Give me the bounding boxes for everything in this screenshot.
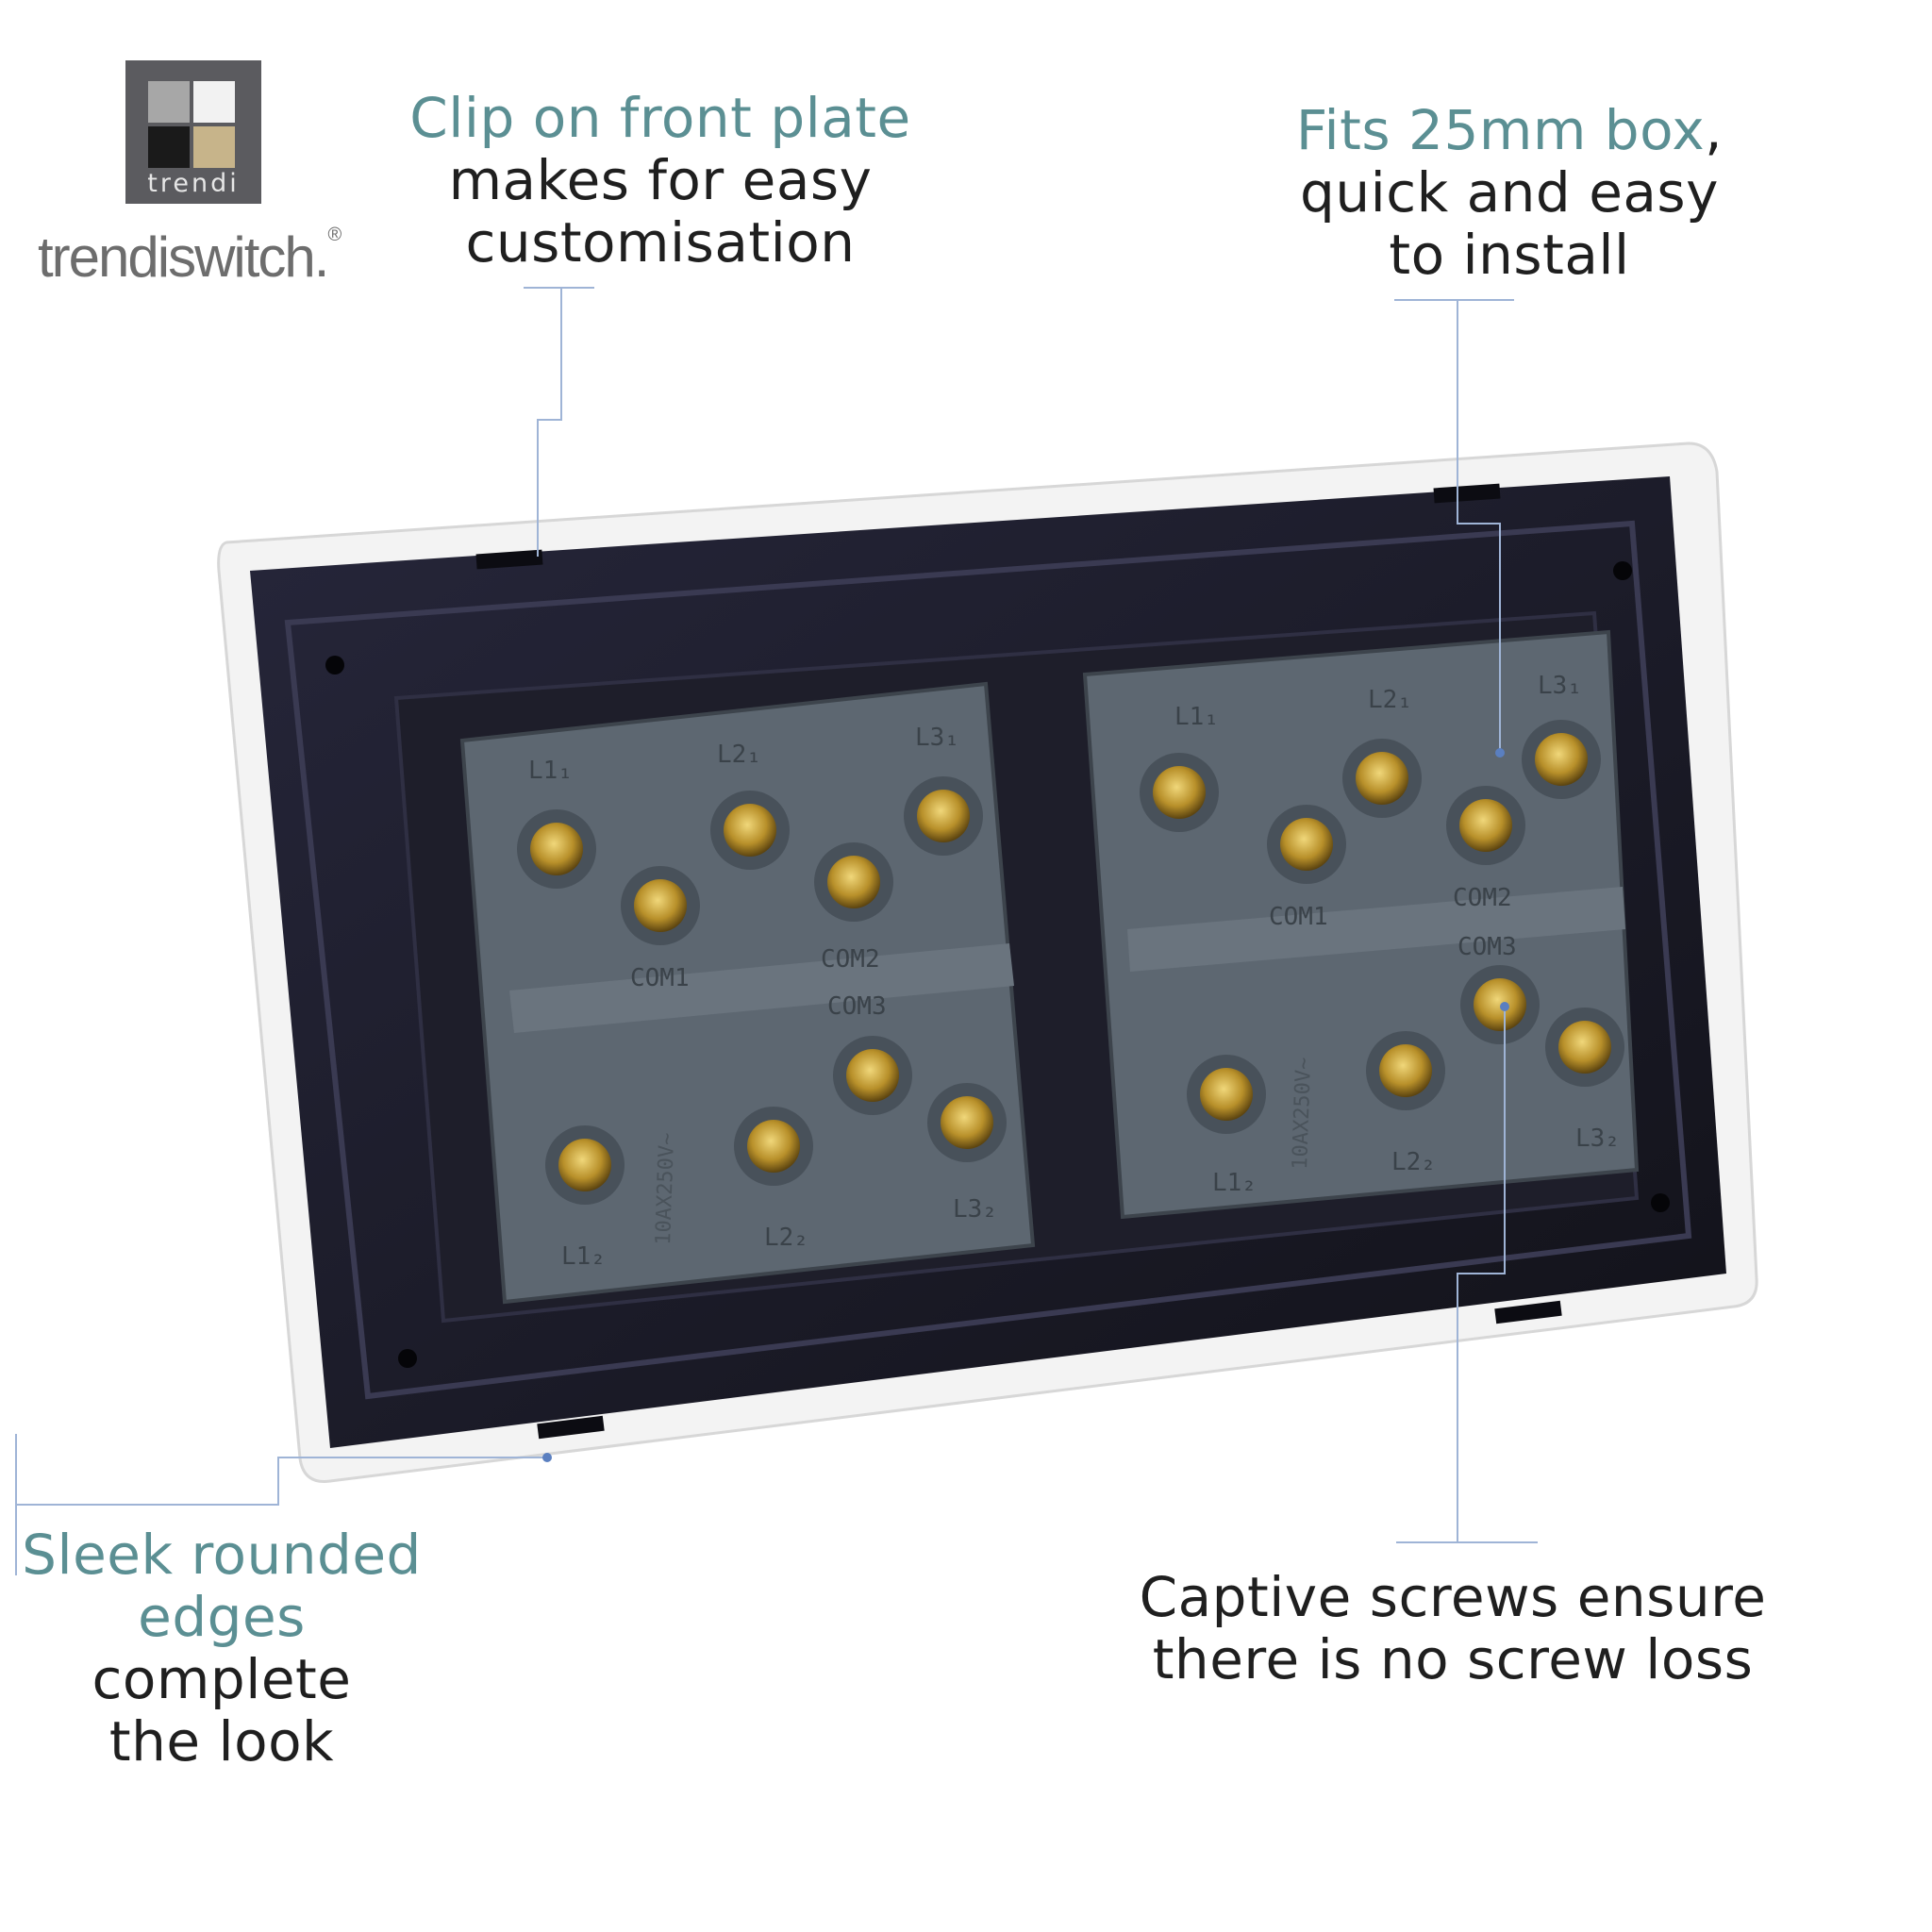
terminal-screw — [530, 823, 583, 875]
label-l12-right: L1₂ — [1212, 1169, 1257, 1197]
callout-fits-box-line2: quick and easy — [1300, 160, 1719, 225]
terminal-screw — [1200, 1068, 1253, 1121]
callout-clip-on-highlight: Clip on front plate — [409, 86, 911, 150]
label-com2-left: COM2 — [821, 945, 880, 974]
leader-line-sleek-edges — [15, 1434, 545, 1575]
terminal-screw — [747, 1120, 800, 1173]
switch-module-left: L1₁ L2₁ L3₁ COM1 COM2 COM3 10AX250V~ L1₂… — [459, 681, 1036, 1305]
clip-tab-bottom-left — [537, 1415, 605, 1440]
label-com3-left: COM3 — [827, 992, 887, 1021]
label-com2-right: COM2 — [1453, 884, 1512, 912]
switch-module-right: L1₁ L2₁ L3₁ COM1 COM2 COM3 10AX250V~ L1₂… — [1082, 629, 1640, 1220]
callout-clip-on-line2: makes for easy — [448, 148, 873, 212]
terminal-screw — [846, 1049, 899, 1102]
label-rating-left: 10AX250V~ — [652, 1132, 679, 1245]
terminal-screw — [1280, 818, 1333, 871]
label-com1-right: COM1 — [1269, 903, 1328, 931]
plate-screw-hole-bottom-left — [398, 1349, 417, 1368]
terminal-screw — [941, 1096, 993, 1149]
leader-line-clip-on — [524, 287, 594, 557]
callout-captive-line2: there is no screw loss — [1152, 1627, 1754, 1691]
label-l22-right: L2₂ — [1391, 1148, 1436, 1176]
terminal-screw — [1474, 978, 1526, 1031]
logo-tile-gold — [193, 126, 235, 168]
callout-captive-line1: Captive screws ensure — [1139, 1565, 1767, 1629]
terminal-screw — [1558, 1021, 1611, 1074]
leader-dot-fits-box — [1495, 748, 1505, 758]
terminal-screw — [827, 856, 880, 908]
logo-badge-text: trendi — [147, 169, 240, 198]
label-com1-left: COM1 — [630, 964, 690, 992]
callout-captive-screws: Captive screws ensure there is no screw … — [1123, 1566, 1783, 1690]
callout-fits-box-comma: , — [1705, 98, 1724, 162]
terminal-screw — [558, 1139, 611, 1191]
callout-sleek-line3: the look — [108, 1709, 335, 1774]
clip-tab-top-right — [1433, 483, 1501, 504]
terminal-screw — [724, 804, 776, 857]
logo-tile-black — [148, 126, 190, 168]
trendi-logo-badge: trendi — [125, 60, 261, 204]
brand-wordmark: trendiswitch.® — [38, 225, 341, 290]
plate-screw-hole-top-right — [1613, 561, 1632, 580]
terminal-screw — [1153, 766, 1206, 819]
clip-tab-bottom-right — [1494, 1300, 1562, 1324]
label-l21-left: L2₁ — [717, 741, 761, 769]
logo-tile-white — [193, 81, 235, 123]
brand-wordmark-text: trendiswitch. — [38, 225, 329, 289]
label-l32-right: L3₂ — [1575, 1124, 1620, 1153]
terminal-screw — [1379, 1044, 1432, 1097]
leader-line-fits-box — [1394, 299, 1514, 750]
leader-dot-captive-screws — [1500, 1002, 1509, 1011]
callout-fits-box-line1: Fits 25mm box, — [1245, 99, 1774, 161]
plate-screw-hole-bottom-right — [1651, 1193, 1670, 1212]
terminal-screw — [1535, 733, 1588, 786]
label-l31-left: L3₁ — [915, 724, 959, 752]
callout-clip-on-line3: customisation — [465, 210, 856, 275]
callout-sleek-highlight-line1: Sleek rounded — [22, 1523, 422, 1587]
label-l31-right: L3₁ — [1538, 672, 1582, 700]
callout-sleek-rounded-edges: Sleek rounded edges complete the look — [14, 1524, 429, 1773]
mounting-inner-ridge — [284, 520, 1692, 1400]
label-l32-left: L3₂ — [953, 1195, 997, 1224]
label-l11-right: L1₁ — [1174, 703, 1219, 731]
module-right-crossbar — [1127, 887, 1625, 972]
label-l12-left: L1₂ — [561, 1242, 606, 1271]
label-rating-right: 10AX250V~ — [1289, 1057, 1316, 1170]
callout-sleek-highlight-line2: edges — [138, 1585, 306, 1649]
callout-sleek-line2-tail: complete — [92, 1647, 352, 1711]
terminal-screw — [1459, 799, 1512, 852]
terminal-screw — [917, 790, 970, 842]
registered-mark: ® — [327, 225, 341, 245]
module-left-crossbar — [509, 943, 1014, 1033]
callout-fits-box-line3: to install — [1389, 223, 1630, 287]
leader-line-captive-screws — [1396, 1009, 1538, 1543]
terminal-screw — [1356, 752, 1408, 805]
label-l11-left: L1₁ — [528, 757, 573, 785]
clip-tab-top-left — [475, 549, 543, 570]
terminal-screw — [634, 879, 687, 932]
callout-sleek-line2: edges complete — [14, 1586, 429, 1710]
callout-fits-25mm-box: Fits 25mm box, quick and easy to install — [1245, 99, 1774, 286]
callout-fits-box-highlight: Fits 25mm box — [1295, 98, 1706, 162]
label-l21-right: L2₁ — [1368, 686, 1412, 714]
leader-dot-sleek-edges — [542, 1453, 552, 1462]
callout-clip-on-front-plate: Clip on front plate makes for easy custo… — [396, 87, 924, 274]
label-l22-left: L2₂ — [764, 1224, 808, 1252]
logo-tile-grey — [148, 81, 190, 123]
plate-screw-hole-top-left — [325, 656, 344, 675]
label-com3-right: COM3 — [1457, 933, 1517, 961]
